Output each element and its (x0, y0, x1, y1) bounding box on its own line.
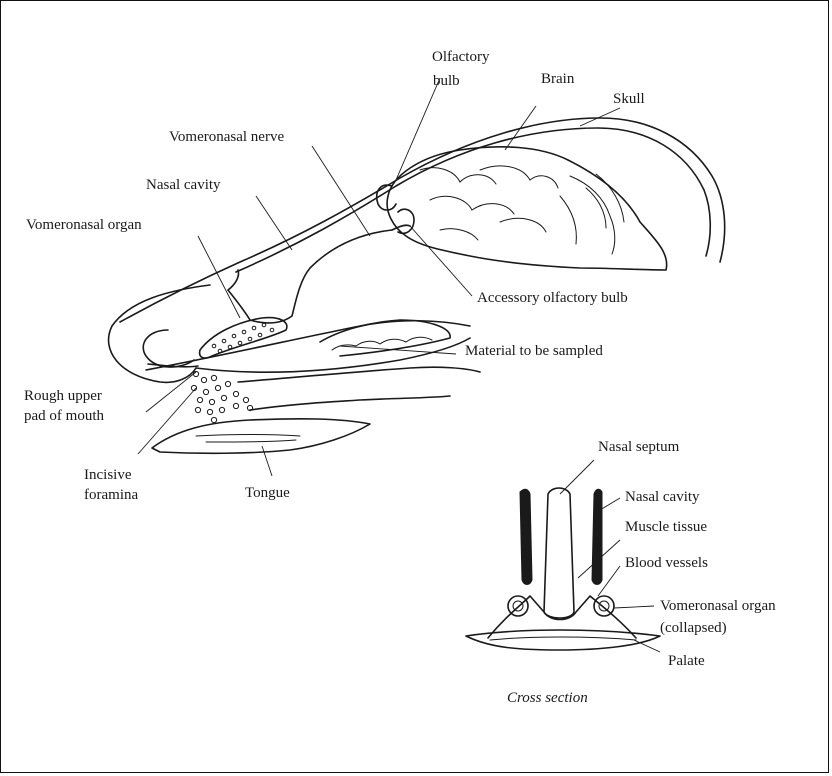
label-nasal-septum: Nasal septum (598, 438, 679, 457)
label-vomeronasal-organ: Vomeronasal organ (26, 216, 142, 235)
label-material-to-be-sampled: Material to be sampled (465, 342, 603, 361)
incisive-foramina-drawing (191, 371, 252, 422)
label-rough-upper-pad-line1: Rough upper (24, 387, 102, 406)
label-olfactory-bulb-line1: Olfactory (432, 48, 489, 67)
label-brain: Brain (541, 70, 574, 89)
nasal-cavity-walls (228, 225, 410, 323)
label-incisive-foramina-line1: Incisive (84, 466, 131, 485)
label-incisive-foramina-line2: foramina (84, 486, 138, 505)
skull-outline (120, 118, 725, 322)
label-accessory-olfactory-bulb: Accessory olfactory bulb (477, 289, 628, 308)
label-tongue: Tongue (245, 484, 290, 503)
brain-drawing (387, 147, 667, 270)
label-muscle-tissue: Muscle tissue (625, 518, 707, 537)
palate-upper (146, 320, 470, 372)
caption-cross-section: Cross section (507, 689, 588, 708)
label-olfactory-bulb-line2: bulb (433, 72, 460, 91)
label-vomeronasal-nerve: Vomeronasal nerve (169, 128, 284, 147)
label-rough-upper-pad-line2: pad of mouth (24, 407, 104, 426)
label-blood-vessels: Blood vessels (625, 554, 708, 573)
label-cs-nasal-cavity: Nasal cavity (625, 488, 700, 507)
label-palate: Palate (668, 652, 705, 671)
leader-lines (138, 78, 660, 652)
label-cs-vomeronasal-organ-line2: (collapsed) (660, 619, 727, 638)
label-cs-vomeronasal-organ-line1: Vomeronasal organ (660, 597, 776, 616)
label-skull: Skull (613, 90, 645, 109)
label-nasal-cavity: Nasal cavity (146, 176, 221, 195)
